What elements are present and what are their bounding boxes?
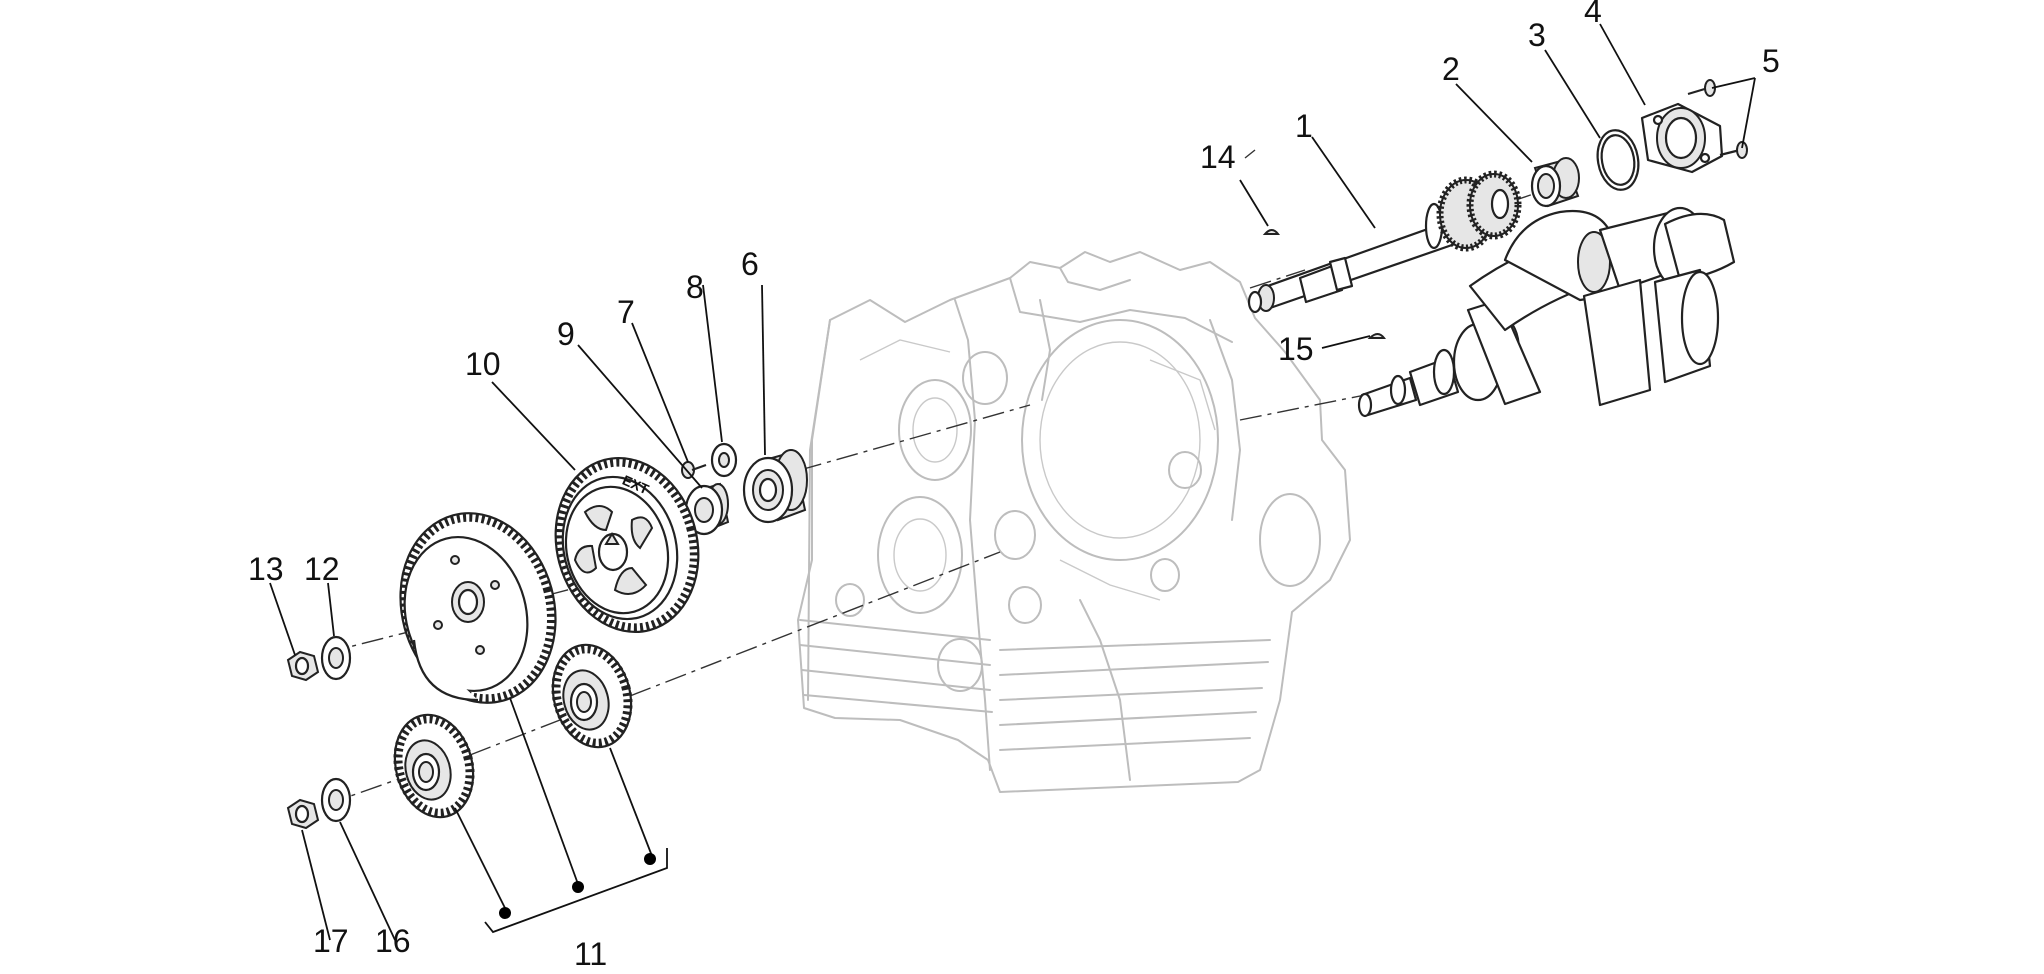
callout-4: 4 bbox=[1584, 0, 1602, 29]
part-9-spacer bbox=[684, 482, 730, 536]
callout-labels: 1 2 3 4 5 6 7 8 9 10 11 12 13 14 15 16 1… bbox=[248, 0, 1780, 972]
callout-6: 6 bbox=[741, 246, 759, 282]
crankshaft bbox=[1357, 206, 1736, 418]
part-14-woodruff-key bbox=[1262, 229, 1281, 235]
callout-14: 14 bbox=[1200, 139, 1236, 175]
part-8-washer bbox=[710, 442, 738, 478]
engine-crankcase-ghost bbox=[797, 251, 1351, 793]
part-11-small-gear-left bbox=[393, 713, 475, 819]
part-3-o-ring bbox=[1596, 129, 1640, 191]
callout-8: 8 bbox=[686, 269, 704, 305]
part-2-bushing bbox=[1530, 157, 1580, 208]
part-17-nut bbox=[286, 798, 320, 830]
callout-1: 1 bbox=[1295, 108, 1313, 144]
callout-9: 9 bbox=[557, 316, 575, 352]
part-5-screws bbox=[1687, 79, 1748, 159]
callout-10: 10 bbox=[465, 346, 501, 382]
part-4-flange bbox=[1640, 102, 1724, 174]
leader-dots bbox=[499, 853, 656, 919]
leader-lines bbox=[269, 23, 1756, 941]
part-1-timing-shaft bbox=[1247, 170, 1522, 314]
callout-13: 13 bbox=[248, 551, 284, 587]
callout-15: 15 bbox=[1278, 331, 1314, 367]
part-15-woodruff-key bbox=[1367, 333, 1387, 339]
callout-12: 12 bbox=[304, 551, 340, 587]
part-10-timing-gear: EXT bbox=[554, 456, 700, 634]
callout-3: 3 bbox=[1528, 17, 1546, 53]
part-6-bearing bbox=[742, 449, 808, 524]
callout-11: 11 bbox=[574, 936, 607, 969]
callout-16: 16 bbox=[375, 923, 411, 959]
part-13-nut bbox=[286, 650, 320, 682]
callout-17: 17 bbox=[313, 923, 349, 959]
callout-5: 5 bbox=[1762, 43, 1780, 79]
part-16-washer bbox=[320, 777, 352, 823]
part-12-washer bbox=[320, 635, 352, 681]
part-11-large-gear bbox=[399, 512, 557, 704]
callout-7: 7 bbox=[617, 294, 635, 330]
callout-2: 2 bbox=[1442, 51, 1460, 87]
part-11-small-gear-right bbox=[551, 643, 633, 749]
